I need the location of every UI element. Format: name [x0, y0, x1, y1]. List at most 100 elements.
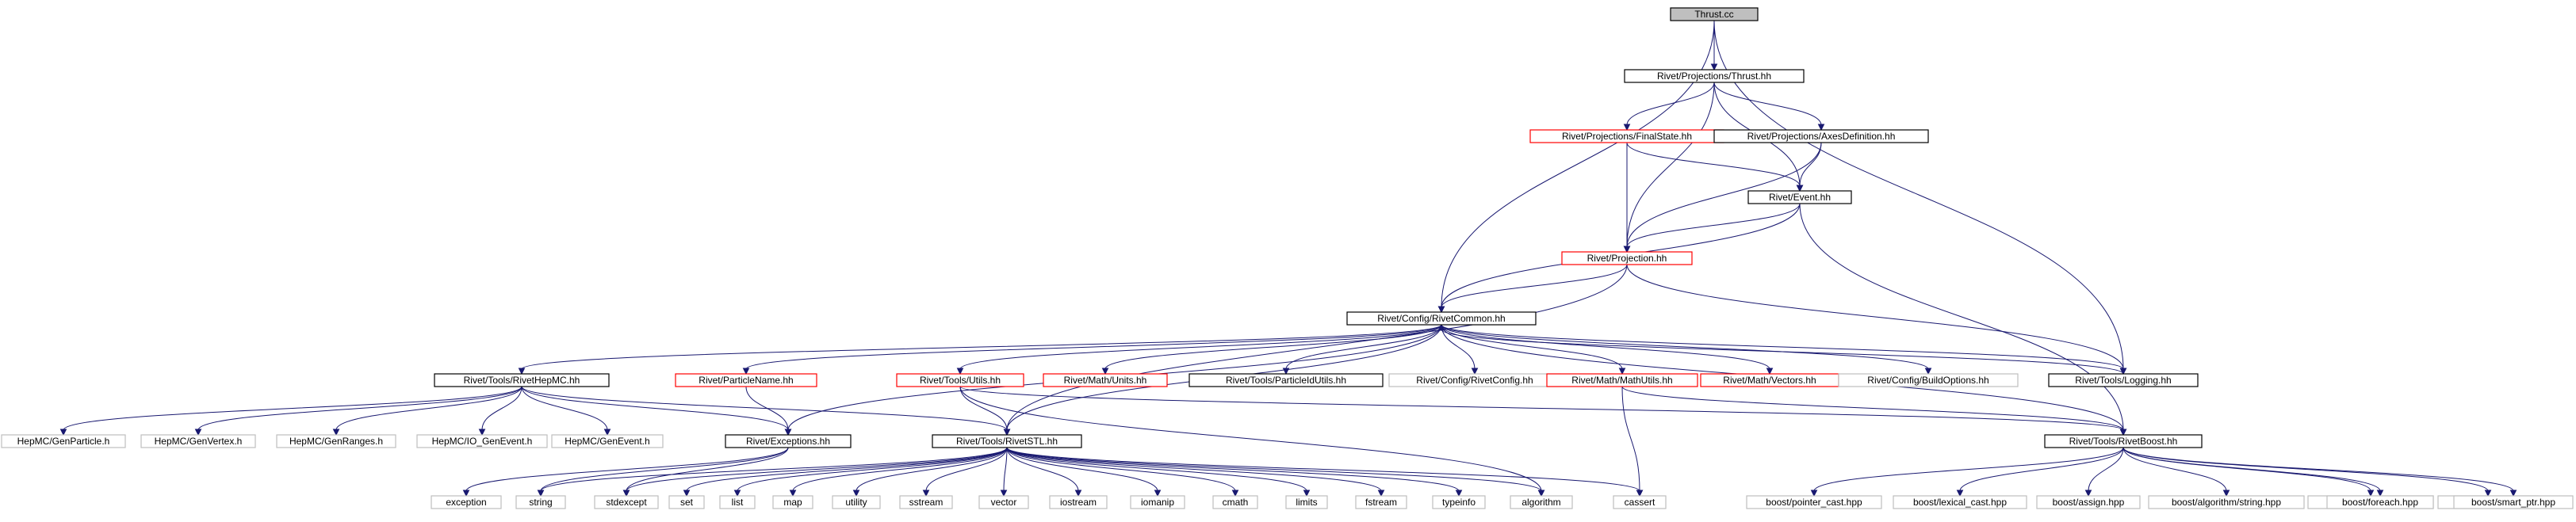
node-event[interactable]: Rivet/Event.hh: [1747, 190, 1852, 204]
node-label-logging: Rivet/Tools/Logging.hh: [2075, 375, 2171, 386]
edge-thrust_hh-to-projection: [1626, 82, 1715, 248]
arrowhead-rivetcommon-to-buildoptions: [1924, 368, 1932, 375]
node-thrust_cc[interactable]: Thrust.cc: [1670, 7, 1759, 21]
arrowhead-rivetboost-to-smart_ptr: [2509, 490, 2517, 497]
node-rivetstl[interactable]: Rivet/Tools/RivetSTL.hh: [932, 434, 1082, 448]
node-units[interactable]: Rivet/Math/Units.hh: [1043, 373, 1168, 387]
arrowhead-rivetstl-to-cmath: [1231, 490, 1239, 497]
node-label-rivetcommon: Rivet/Config/RivetCommon.hh: [1377, 313, 1505, 324]
node-iogenevent: HepMC/IO_GenEvent.h: [416, 434, 548, 448]
edge-thrust_cc-to-logging: [1713, 20, 2124, 370]
node-label-genparticle: HepMC/GenParticle.h: [17, 436, 110, 447]
edge-rivetstl-to-typeinfo: [1006, 447, 1460, 492]
node-smart_ptr: boost/smart_ptr.hpp: [2453, 495, 2574, 509]
node-finalstate[interactable]: Rivet/Projections/FinalState.hh: [1529, 129, 1724, 143]
node-vectors[interactable]: Rivet/Math/Vectors.hh: [1700, 373, 1839, 387]
node-utils[interactable]: Rivet/Tools/Utils.hh: [896, 373, 1024, 387]
edge-utils-to-algorithm: [959, 386, 1542, 492]
node-label-stdexcept: stdexcept: [606, 497, 647, 508]
edge-utils-to-rivetstl: [959, 386, 1008, 431]
node-box-genparticle: [1, 434, 126, 448]
node-box-lexical_cast: [1893, 495, 2027, 509]
node-map: map: [772, 495, 813, 509]
node-box-iomanip: [1130, 495, 1185, 509]
arrowhead-rivethepmc-to-genparticle: [59, 429, 67, 436]
arrowhead-rivetcommon-to-particlename: [742, 368, 750, 375]
node-thrust_hh[interactable]: Rivet/Projections/Thrust.hh: [1624, 69, 1805, 83]
node-box-list: [719, 495, 756, 509]
node-box-logging: [2048, 373, 2199, 387]
node-label-genvertex: HepMC/GenVertex.h: [155, 436, 243, 447]
node-box-projection: [1561, 251, 1693, 265]
node-label-thrust_hh: Rivet/Projections/Thrust.hh: [1657, 70, 1771, 82]
node-vector: vector: [978, 495, 1029, 509]
node-label-limits: limits: [1296, 497, 1317, 508]
node-label-rivetconfig: Rivet/Config/RivetConfig.hh: [1416, 375, 1533, 386]
node-label-iogenevent: HepMC/IO_GenEvent.h: [432, 436, 533, 447]
node-label-buildoptions: Rivet/Config/BuildOptions.hh: [1867, 375, 1988, 386]
edge-rivetstl-to-cassert: [1006, 447, 1640, 492]
arrowhead-rivetcommon-to-vectors: [1766, 368, 1774, 375]
node-logging[interactable]: Rivet/Tools/Logging.hh: [2048, 373, 2199, 387]
edges-layer: [59, 20, 2517, 497]
node-label-assign: boost/assign.hpp: [2053, 497, 2125, 508]
arrowhead-rivetstl-to-stdexcept: [622, 490, 630, 497]
node-particlename[interactable]: Rivet/ParticleName.hh: [675, 373, 817, 387]
arrowhead-rivethepmc-to-genranges: [332, 429, 340, 436]
edge-particlename-to-exceptions: [745, 386, 789, 431]
node-box-fstream: [1355, 495, 1407, 509]
edge-utils-to-rivetboost: [959, 386, 2124, 431]
edge-axesdef-to-event: [1799, 142, 1822, 187]
node-projection[interactable]: Rivet/Projection.hh: [1561, 251, 1693, 265]
arrowhead-projection-to-rivetcommon: [1437, 306, 1445, 314]
node-label-rivethepmc: Rivet/Tools/RivetHepMC.hh: [464, 375, 580, 386]
node-box-algstring: [2148, 495, 2305, 509]
edge-rivetstl-to-stdexcept: [626, 447, 1008, 492]
edge-rivetboost-to-algstring: [2122, 447, 2227, 492]
node-axesdef[interactable]: Rivet/Projections/AxesDefinition.hh: [1713, 129, 1929, 143]
node-algstring: boost/algorithm/string.hpp: [2148, 495, 2305, 509]
edge-mathutils-to-cassert: [1621, 386, 1640, 492]
node-rivethepmc[interactable]: Rivet/Tools/RivetHepMC.hh: [434, 373, 610, 387]
node-box-cmath: [1212, 495, 1258, 509]
node-box-utility: [832, 495, 881, 509]
node-box-rivetboost: [2044, 434, 2203, 448]
node-exceptions[interactable]: Rivet/Exceptions.hh: [725, 434, 852, 448]
arrowhead-rivetstl-to-cassert: [1636, 490, 1644, 497]
node-rivetboost[interactable]: Rivet/Tools/RivetBoost.hh: [2044, 434, 2203, 448]
arrowhead-rivetcommon-to-mathutils: [1618, 368, 1626, 375]
node-box-algorithm: [1510, 495, 1573, 509]
edge-rivetstl-to-algorithm: [1006, 447, 1542, 492]
edge-rivethepmc-to-exceptions: [521, 386, 789, 431]
node-label-units: Rivet/Math/Units.hh: [1064, 375, 1147, 386]
edge-axesdef-to-projection: [1626, 142, 1822, 248]
node-box-exception: [431, 495, 502, 509]
edge-rivetcommon-to-mathutils: [1441, 324, 1623, 370]
node-pointer_cast: boost/pointer_cast.hpp: [1746, 495, 1882, 509]
node-rivetcommon[interactable]: Rivet/Config/RivetCommon.hh: [1346, 311, 1537, 326]
node-particleidutils[interactable]: Rivet/Tools/ParticleIdUtils.hh: [1188, 373, 1384, 387]
node-label-cassert: cassert: [1625, 497, 1655, 508]
node-label-iomanip: iomanip: [1141, 497, 1174, 508]
node-stdexcept: stdexcept: [594, 495, 659, 509]
arrowhead-logging-to-rivetcommon: [1437, 323, 1445, 331]
node-label-event: Rivet/Event.hh: [1769, 192, 1831, 203]
arrowhead-rivetstl-to-limits: [1303, 490, 1311, 497]
arrowhead-rivetcommon-to-units: [1101, 368, 1109, 375]
arrowhead-rivetboost-to-foreach: [2376, 490, 2384, 497]
node-label-utility: utility: [845, 497, 867, 508]
edge-rivetboost-to-lexical_cast: [1959, 447, 2124, 492]
edge-rivetcommon-to-utils: [959, 324, 1442, 370]
arrowhead-rivetboost-to-type_traits: [2367, 490, 2375, 497]
node-box-mathutils: [1546, 373, 1698, 387]
node-mathutils[interactable]: Rivet/Math/MathUtils.hh: [1546, 373, 1698, 387]
arrowhead-rivetstl-to-iomanip: [1154, 490, 1162, 497]
node-label-map: map: [783, 497, 802, 508]
node-label-string: string: [529, 497, 552, 508]
node-label-foreach: boost/foreach.hpp: [2342, 497, 2418, 508]
arrowhead-rivethepmc-to-iogenevent: [478, 429, 486, 436]
arrowhead-rivetstl-to-fstream: [1377, 490, 1385, 497]
edge-exceptions-to-stdexcept: [626, 447, 789, 492]
edge-projection-to-logging: [1626, 264, 2124, 370]
arrowhead-rivetboost-to-bututility: [2484, 490, 2492, 497]
